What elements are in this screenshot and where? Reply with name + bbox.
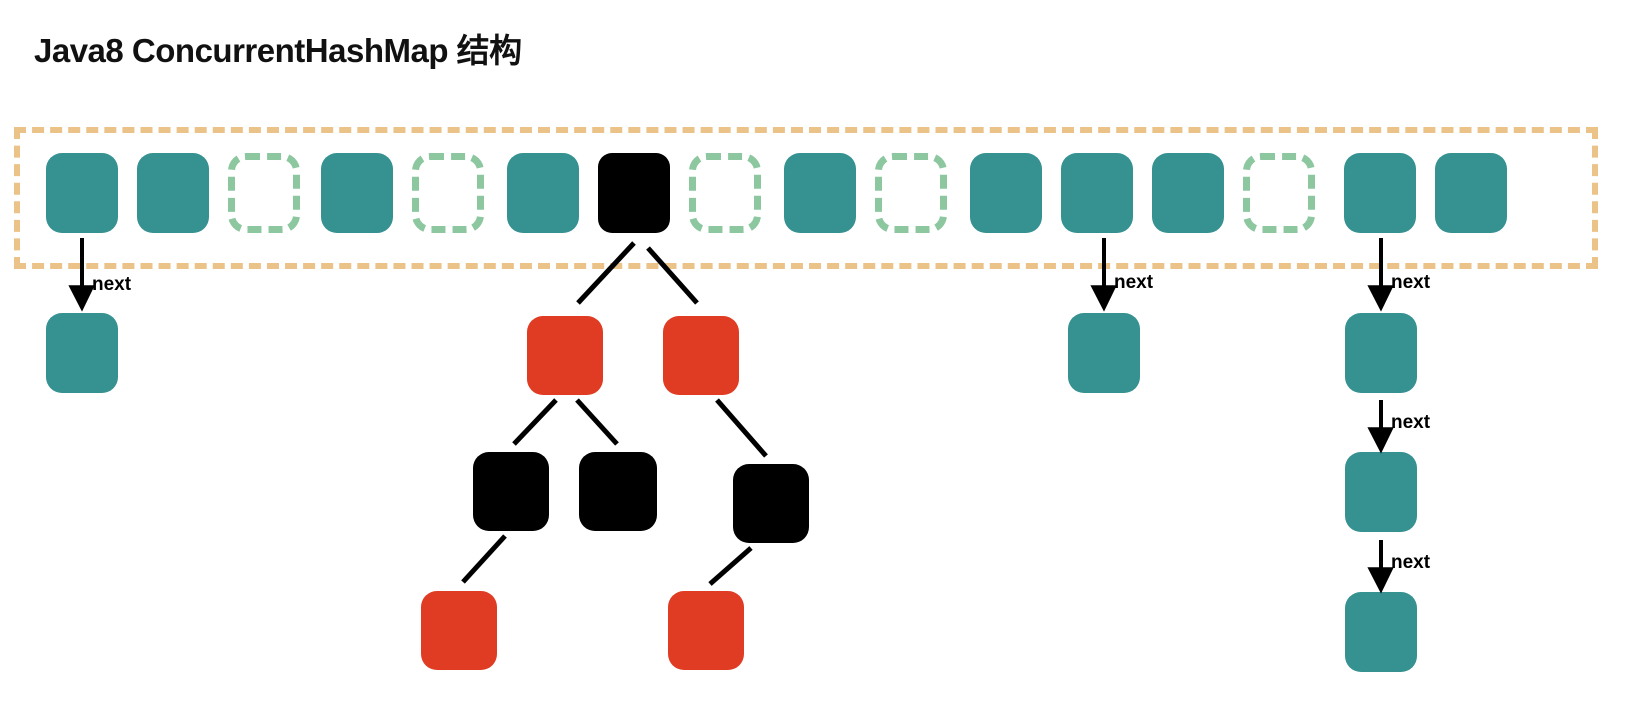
bucket-cell-4-empty[interactable] [412,153,484,233]
bucket-cell-9-empty[interactable] [875,153,947,233]
tree-edge-left-to-leftright [575,398,619,446]
tree-node-left-left-black[interactable] [473,452,549,531]
tree-node-left-right-black[interactable] [579,452,657,531]
bucket-cell-1[interactable] [137,153,209,233]
bucket-cell-8[interactable] [784,153,856,233]
tree-edge-right-to-rightright [715,398,768,458]
tree-edge-rightright-to-leaf [708,546,753,586]
tree-node-leaf-right-red[interactable] [668,591,744,670]
chain-node-bucket14-1[interactable] [1345,313,1417,393]
bucket-cell-7-empty[interactable] [689,153,761,233]
bucket-cell-2-empty[interactable] [228,153,300,233]
next-label-bucket14-3: next [1391,552,1431,573]
chain-node-bucket11-1[interactable] [1068,313,1140,393]
bucket-cell-5[interactable] [507,153,579,233]
bucket-cell-6-tree-root[interactable] [598,153,670,233]
bucket-cell-11[interactable] [1061,153,1133,233]
chain-node-bucket14-2[interactable] [1345,452,1417,532]
tree-edge-leftleft-to-leaf [461,534,507,584]
bucket-cell-0[interactable] [46,153,118,233]
next-label-bucket14-2: next [1391,412,1431,433]
chain-node-bucket14-3[interactable] [1345,592,1417,672]
bucket-cell-13-empty[interactable] [1243,153,1315,233]
next-label-bucket14-1: next [1391,272,1431,293]
bucket-cell-10[interactable] [970,153,1042,233]
bucket-cell-14[interactable] [1344,153,1416,233]
bucket-cell-3[interactable] [321,153,393,233]
hash-bucket-array-container [14,127,1598,269]
next-label-bucket11: next [1114,272,1154,293]
tree-node-left-red[interactable] [527,316,603,395]
tree-node-leaf-left-red[interactable] [421,591,497,670]
page-title: Java8 ConcurrentHashMap 结构 [34,32,522,69]
tree-node-right-right-black[interactable] [733,464,809,543]
tree-edge-left-to-leftleft [512,398,558,446]
chain-node-bucket0-1[interactable] [46,313,118,393]
bucket-cell-12[interactable] [1152,153,1224,233]
tree-node-right-red[interactable] [663,316,739,395]
next-label-bucket0: next [92,274,132,295]
bucket-cell-15[interactable] [1435,153,1507,233]
